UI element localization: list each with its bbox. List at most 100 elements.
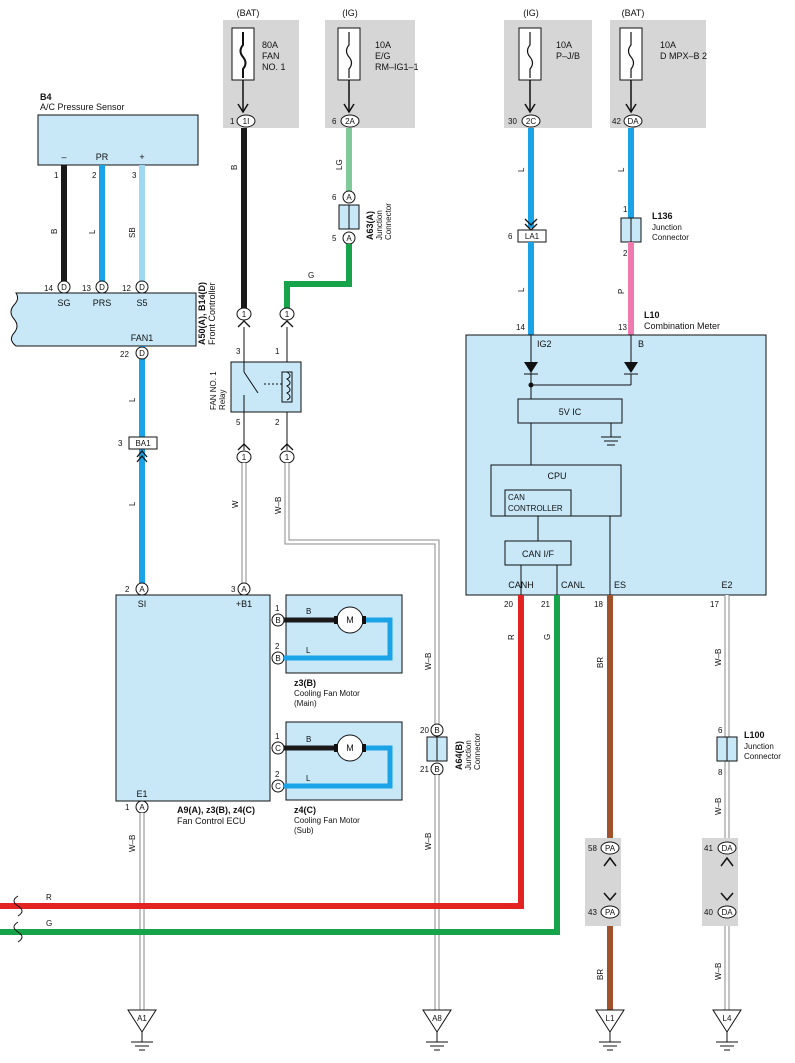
- pin-number: 21: [420, 765, 429, 774]
- component-name: Connector: [384, 203, 393, 240]
- pin-number: 1: [275, 732, 280, 741]
- wire-color-label: L: [88, 229, 97, 234]
- wire-color-label: R: [46, 893, 52, 902]
- component-name: Front Controller: [207, 282, 217, 345]
- component-name: Connector: [473, 733, 482, 770]
- connector-id: C: [275, 744, 281, 753]
- pin-number: 5: [236, 418, 241, 427]
- connector-id: C: [275, 782, 281, 791]
- fuse-source-label: (IG): [523, 8, 539, 18]
- terminal-label: –: [61, 152, 66, 162]
- can-controller-label: CONTROLLER: [508, 504, 563, 513]
- wire-color-label: G: [308, 271, 314, 280]
- component-name: FAN NO. 1: [209, 371, 218, 410]
- pin-number: 41: [704, 844, 713, 853]
- fuse-source-label: (IG): [342, 8, 358, 18]
- ground-label: L4: [723, 1014, 732, 1023]
- pin-number: 2: [275, 418, 280, 427]
- junction-connector-l136: 1 2 L136 Junction Connector: [620, 205, 689, 258]
- connector-id: PA: [605, 908, 616, 917]
- pin-number: 6: [332, 193, 337, 202]
- pin-number: 21: [541, 600, 550, 609]
- pin-number: 14: [44, 284, 53, 293]
- ground-label: A1: [137, 1014, 147, 1023]
- pin-number: 42: [612, 117, 621, 126]
- pin-number: 43: [588, 908, 597, 917]
- fuse-eg-rm-ig1: (IG) 10A E/G RM–IG1–1 6 2A: [325, 8, 419, 128]
- wire-color-label: LG: [335, 159, 344, 170]
- terminal-label: E2: [721, 580, 732, 590]
- pin-number: 1: [230, 117, 235, 126]
- connector-id: A: [139, 585, 145, 594]
- pin-number: 40: [704, 908, 713, 917]
- pin-number: 1: [623, 205, 628, 214]
- connector-id: D: [139, 283, 145, 292]
- component-id: z3(B): [294, 678, 316, 688]
- pin-number: 1: [275, 604, 280, 613]
- wire-color-label: W–B: [714, 798, 723, 815]
- ground-l1: L1: [595, 1009, 625, 1051]
- pin-number: 5: [332, 234, 337, 243]
- connector-id: A: [346, 234, 352, 243]
- connector-id: B: [275, 616, 280, 625]
- connector-id: A: [241, 585, 247, 594]
- pin-number: 3: [118, 439, 123, 448]
- component-name: Connector: [744, 752, 781, 761]
- connector-id: B: [275, 654, 280, 663]
- component-name: Connector: [652, 233, 689, 242]
- component-id: A64(B): [454, 741, 464, 770]
- terminal-label: SI: [138, 599, 147, 609]
- terminal-label: CANH: [508, 580, 534, 590]
- ground-label: A8: [432, 1014, 442, 1023]
- pin-number: 2: [623, 249, 628, 258]
- wire-color-label: B: [306, 735, 311, 744]
- connector-id: DA: [721, 844, 733, 853]
- component-id: L136: [652, 211, 673, 221]
- fuse-name-2: NO. 1: [262, 62, 286, 72]
- wire-color-label: B: [306, 607, 311, 616]
- can-if-label: CAN I/F: [522, 549, 555, 559]
- connector-id: 1: [242, 310, 247, 319]
- combination-meter: L10 Combination Meter IG2 B 5V IC CPU CA…: [465, 310, 767, 609]
- fuse-rating: 10A: [375, 40, 391, 50]
- wire-color-label: W–B: [274, 497, 283, 514]
- fuse-fan-no1: (BAT) 80A FAN NO. 1 1 1I: [223, 8, 299, 128]
- fuse-name: D MPX–B 2: [660, 51, 707, 61]
- component-name: Junction: [464, 740, 473, 770]
- pin-number: 13: [618, 323, 627, 332]
- pin-number: 1: [275, 347, 280, 356]
- connector-id: B: [434, 726, 439, 735]
- connector-id: D: [61, 283, 67, 292]
- connector-id: 1I: [243, 117, 250, 126]
- wire-color-label: L: [617, 167, 626, 172]
- front-controller: 14 D 13 D 12 D SG PRS S5 FAN1 A50(A), B1…: [10, 280, 217, 347]
- component-name: Junction: [744, 742, 774, 751]
- wire-color-label: B: [50, 229, 59, 234]
- fuse-rating: 80A: [262, 40, 278, 50]
- component-id: z4(C): [294, 805, 316, 815]
- connector-id: D: [139, 349, 145, 358]
- wire-color-label: L: [517, 167, 526, 172]
- fuse-name: E/G: [375, 51, 391, 61]
- ac-pressure-sensor: B4 A/C Pressure Sensor – PR +: [37, 92, 199, 166]
- pin-number: 12: [122, 284, 131, 293]
- terminal-label: FAN1: [131, 333, 154, 343]
- fan-control-ecu: 2 A 3 A SI +B1 E1 1 A A9(A), z3(B), z4(C…: [115, 582, 271, 826]
- pin-number: 18: [594, 600, 603, 609]
- connector-id: LA1: [525, 232, 540, 241]
- connector-id: D: [99, 283, 105, 292]
- fuse-rating: 10A: [556, 40, 572, 50]
- connector-id: 1: [285, 453, 290, 462]
- pin-number: 2: [92, 171, 97, 180]
- wire-color-label: L: [128, 397, 137, 402]
- pin-number: 14: [516, 323, 525, 332]
- pin-number: 6: [332, 117, 337, 126]
- can-controller-label: CAN: [508, 493, 525, 502]
- fan-no1-relay: 3 1 5 2 FAN NO. 1 Relay: [209, 327, 302, 450]
- component-name: Junction: [375, 210, 384, 240]
- connector-id: PA: [605, 844, 616, 853]
- connector-id: 2A: [345, 117, 355, 126]
- terminal-label: ES: [614, 580, 626, 590]
